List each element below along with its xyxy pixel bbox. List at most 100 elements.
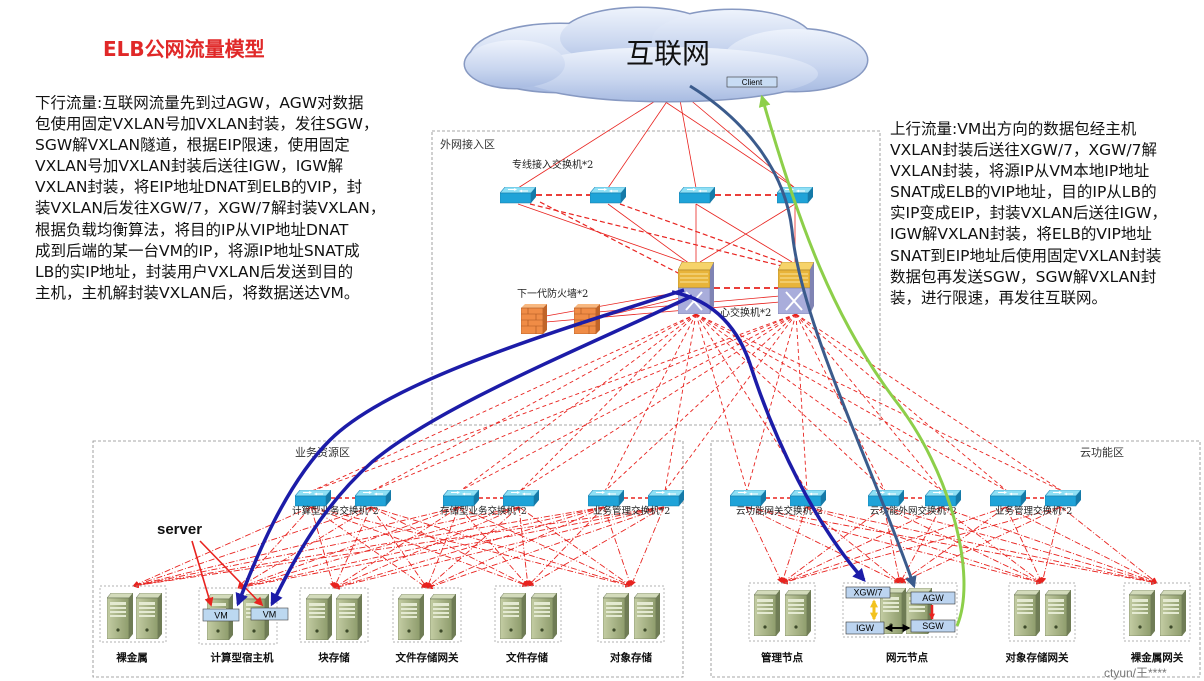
compute-switch-label: 计算型业务交换机*2 [292,505,379,517]
downlink-line: 下行流量:互联网流量先到过AGW，AGW对数据 [35,94,364,112]
group-label-compute-host: 计算型宿主机 [211,651,274,664]
link-line [805,506,901,584]
flow-path-to-vm-1 [235,288,685,607]
link-line [426,506,460,589]
link-line [940,506,1158,585]
link-line [664,313,797,492]
group-label-file-storage: 文件存储 [505,651,548,664]
server-arrow [199,540,264,607]
flow-path-to-xgw [671,290,866,582]
client-box [726,76,778,88]
link-line [132,506,665,589]
link-line [371,313,697,492]
downlink-line: VXLAN号加VXLAN封装后送往IGW，IGW解 [35,157,344,176]
uplink-line: VXLAN封装，将源IP从VM本地IP地址 [890,162,1150,181]
server-icon [107,593,133,639]
cloud-mgmt-switch-icon [990,490,1026,507]
link-line [654,94,796,189]
link-line [310,506,529,587]
link-line [781,506,885,584]
link-line [527,506,665,587]
vm-box [202,608,240,622]
downlink-line: LB的实IP地址，封装用户VXLAN后发送到目的 [35,262,354,281]
link-line [664,313,697,492]
link-line [795,313,1008,492]
vm-label: VM [263,610,277,620]
link-line [237,506,605,590]
downlink-line: 包使用固定VXLAN号加VXLAN封装，发往SGW， [35,115,379,134]
sgw-box [910,619,956,633]
downlink-line: 根据负载均衡算法，将目的IP从VIP地址DNAT [35,220,349,239]
link-line [311,313,797,492]
server-group-block-storage [299,587,369,643]
uplink-line: 数据包再发送SGW，SGW解VXLAN封 [890,267,1157,286]
link-line [458,506,632,587]
link-line [745,506,1043,585]
group-label-block-storage: 块存储 [318,651,350,664]
agw-box [910,591,956,605]
cloud-zone-title: 云功能区 [1080,445,1124,459]
internet-cloud: 互联网 Client [463,6,869,103]
link-line [426,506,605,589]
server-group-network-element-node [842,582,958,638]
cloud-mgmt-switch-icon [1045,490,1081,507]
group-label-bare-metal-gateway: 裸金属网关 [1131,651,1184,664]
cloud-gateway-switch-icon [730,490,766,507]
link-line [745,506,901,584]
storage-switch-label: 存储型业务交换机*2 [440,505,527,517]
link-line [1040,506,1062,584]
igw-label: IGW [856,623,875,633]
link-line [237,506,520,590]
xgw-label: XGW/7 [853,588,882,598]
downlink-description: 下行流量:互联网流量先到过AGW，AGW对数据 包使用固定VXLAN号加VXLA… [35,93,385,304]
server-icon [430,594,456,640]
downlink-line: VXLAN封装，将EIP地址DNAT到ELB的VIP，封 [35,178,363,197]
server-group-file-storage-gateway [392,587,462,643]
flow-path-to-vm-2 [270,294,693,607]
link-line [459,313,697,492]
link-line [519,313,797,492]
downlink-line: 装VXLAN后发往XGW/7，XGW/7解封装VXLAN， [35,199,386,218]
server-icon [785,590,811,636]
link-line [527,506,605,587]
link-line [132,506,460,588]
internet-label: 互联网 [626,37,710,70]
link-line [780,506,807,584]
link-line [745,506,783,584]
uplink-line: SNAT到EIP地址后使用固定VXLAN封装 [890,246,1162,265]
link-line [529,203,791,269]
group-label-object-storage-gateway: 对象存储网关 [1006,651,1069,664]
link-line [333,506,605,590]
link-line [132,506,372,588]
server-icon [531,593,557,639]
server-group-file-storage [494,585,562,643]
external-zone-title: 外网接入区 [440,138,495,151]
link-line [883,506,902,584]
link-line [795,313,943,492]
link-line [426,506,520,589]
compute-switch-icon [295,490,331,507]
link-line [426,506,665,590]
link-line [310,506,428,589]
server-icon [1014,590,1040,636]
link-line [237,506,372,589]
generated-links [132,313,1158,590]
business-zone-title: 业务资源区 [295,445,350,459]
dedicated-switch-icon [590,187,626,204]
cloud-gateway-switch-label: 云功能网关交换机*2 [736,505,823,517]
cloud-external-switch-label: 云功能外网交换机*2 [870,505,957,517]
link-line [545,291,681,317]
flow-path-internet-to-agw [689,84,917,589]
link-line [518,506,531,587]
link-line [370,506,428,589]
link-line [333,506,665,590]
downlink-line: 成到后端的某一台VM的IP，将源IP地址SNAT成 [35,241,360,260]
link-line [805,506,1043,585]
link-line [619,203,793,267]
uplink-line: 上行流量:VM出方向的数据包经主机 [890,120,1137,138]
link-line [132,506,520,588]
server-group-object-storage [597,585,665,643]
firewall-icon [521,304,547,334]
link-line [333,506,372,589]
server-group-bare-metal-gateway [1123,582,1191,642]
